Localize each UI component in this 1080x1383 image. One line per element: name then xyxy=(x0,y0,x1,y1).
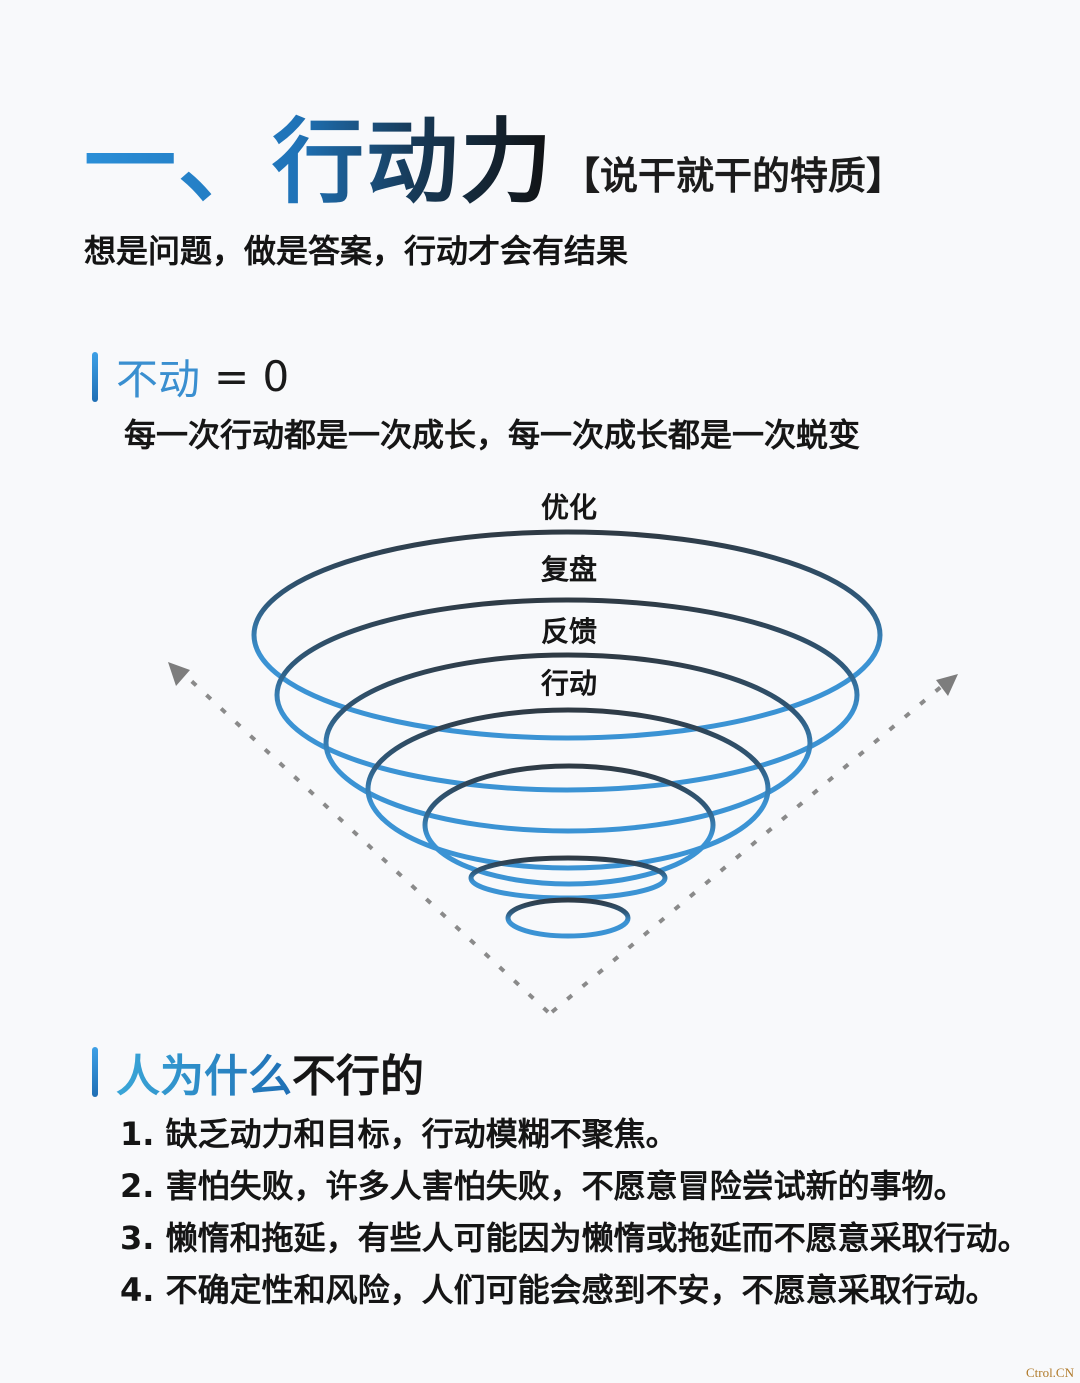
ring-4 xyxy=(365,707,771,871)
page-title: 一、行动力 xyxy=(84,109,555,216)
ring-1 xyxy=(251,529,883,741)
arrowhead-icon xyxy=(936,674,958,696)
list-item: 4. 不确定性和风险，人们可能会感到不安，不愿意采取行动。 xyxy=(120,1271,998,1309)
ring-2 xyxy=(274,597,860,793)
dashed-arrow-left xyxy=(168,662,550,1014)
dashed-arrow-right xyxy=(550,674,958,1014)
section-title-equation: = 0 xyxy=(214,352,290,401)
section-heading-no-action: 不动 = 0 xyxy=(92,346,289,407)
section-description: 每一次行动都是一次成长，每一次成长都是一次蜕变 xyxy=(124,416,861,454)
ring-3 xyxy=(323,652,813,834)
page-header: 一、行动力 【说干就干的特质】 xyxy=(84,108,904,218)
section-title-highlight: 不动 xyxy=(116,355,201,404)
ring-7 xyxy=(505,897,631,939)
spiral-rings xyxy=(251,529,883,939)
page-title-tagline: 【说干就干的特质】 xyxy=(562,154,905,198)
section-title-highlight: 人为什么 xyxy=(116,1040,292,1104)
section-heading-why-fail: 人为什么 不行的 xyxy=(92,1040,424,1104)
watermark: Ctrol.CN xyxy=(1025,1365,1074,1380)
list-item: 3. 懒惰和拖延，有些人可能因为懒惰或拖延而不愿意采取行动。 xyxy=(120,1219,1030,1257)
spiral-label-feedback: 反馈 xyxy=(540,615,598,648)
accent-bar xyxy=(92,351,98,402)
list-item: 1. 缺乏动力和目标，行动模糊不聚焦。 xyxy=(120,1115,678,1153)
page-subtitle: 想是问题，做是答案，行动才会有结果 xyxy=(84,232,629,270)
spiral-label-action: 行动 xyxy=(540,667,598,700)
spiral-label-review: 复盘 xyxy=(540,553,598,586)
reasons-list: 1. 缺乏动力和目标，行动模糊不聚焦。 2. 害怕失败，许多人害怕失败，不愿意冒… xyxy=(120,1108,1030,1316)
list-item: 2. 害怕失败，许多人害怕失败，不愿意冒险尝试新的事物。 xyxy=(120,1167,966,1205)
section-title-rest: 不行的 xyxy=(292,1051,424,1102)
accent-bar xyxy=(92,1047,98,1097)
ring-5 xyxy=(422,763,716,887)
arrowhead-icon xyxy=(168,662,190,686)
spiral-label-optimize: 优化 xyxy=(540,491,598,524)
